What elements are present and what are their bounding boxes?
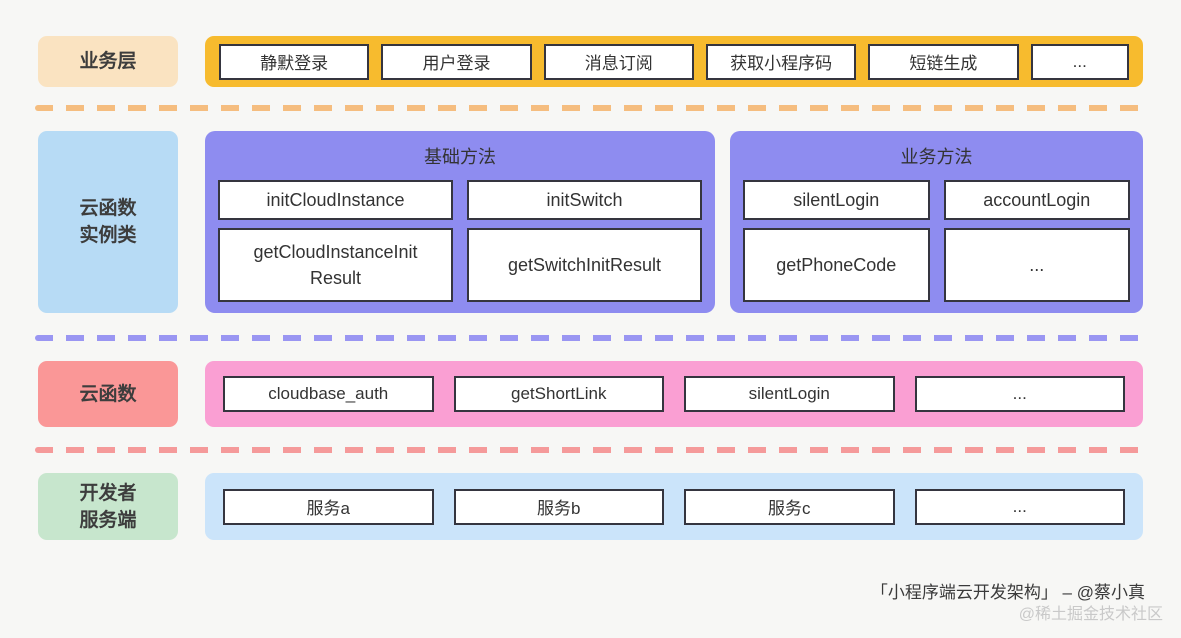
method-box: initCloudInstance bbox=[218, 180, 453, 220]
layer-cloud-function-container: cloudbase_auth getShortLink silentLogin … bbox=[205, 361, 1143, 427]
panel-business-methods: 业务方法 silentLogin accountLogin getPhoneCo… bbox=[730, 131, 1143, 313]
layer-cloud-function-label: 云函数 bbox=[38, 361, 178, 427]
method-box: getShortLink bbox=[453, 376, 664, 412]
layer-cloud-instance: 云函数 实例类 基础方法 initCloudInstance initSwitc… bbox=[38, 131, 1143, 313]
layer-cloud-instance-label-line1: 云函数 bbox=[79, 198, 137, 219]
method-box: getCloudInstanceInitResult bbox=[218, 228, 453, 302]
separator-business bbox=[35, 105, 1143, 111]
method-box-more: ... bbox=[1030, 43, 1129, 80]
method-box: initSwitch bbox=[467, 180, 702, 220]
layer-developer-server: 开发者 服务端 服务a 服务b 服务c ... bbox=[38, 473, 1143, 540]
method-box: 消息订阅 bbox=[543, 43, 694, 80]
method-box: 用户登录 bbox=[381, 43, 532, 80]
service-box-more: ... bbox=[914, 488, 1125, 525]
layer-developer-server-container: 服务a 服务b 服务c ... bbox=[205, 473, 1143, 540]
method-box: silentLogin bbox=[743, 180, 930, 220]
layer-business-label-text: 业务层 bbox=[79, 51, 137, 72]
method-box: 短链生成 bbox=[868, 43, 1019, 80]
layer-cloud-instance-label: 云函数 实例类 bbox=[38, 131, 178, 313]
layer-business: 业务层 静默登录 用户登录 消息订阅 获取小程序码 短链生成 ... bbox=[38, 36, 1143, 87]
layer-cloud-instance-label-line2: 实例类 bbox=[79, 225, 137, 246]
separator-cloud-function bbox=[35, 447, 1143, 453]
method-box: accountLogin bbox=[943, 180, 1130, 220]
panel-business-methods-grid: silentLogin accountLogin getPhoneCode ..… bbox=[743, 180, 1130, 302]
method-box: getSwitchInitResult bbox=[467, 228, 702, 302]
method-box-more: ... bbox=[914, 376, 1125, 412]
service-box: 服务c bbox=[684, 488, 895, 525]
panel-basic-methods-title: 基础方法 bbox=[424, 147, 496, 167]
separator-instance bbox=[35, 335, 1143, 341]
method-box: getPhoneCode bbox=[743, 228, 930, 302]
diagram-caption: 「小程序端云开发架构」 – @蔡小真 bbox=[870, 583, 1145, 602]
layer-cloud-function: 云函数 cloudbase_auth getShortLink silentLo… bbox=[38, 361, 1143, 427]
panel-business-methods-title: 业务方法 bbox=[900, 147, 973, 167]
method-box: 获取小程序码 bbox=[705, 43, 857, 80]
layer-developer-server-label: 开发者 服务端 bbox=[38, 473, 178, 540]
layer-business-container: 静默登录 用户登录 消息订阅 获取小程序码 短链生成 ... bbox=[205, 36, 1143, 87]
panel-basic-methods-grid: initCloudInstance initSwitch getCloudIns… bbox=[218, 180, 702, 302]
layer-cloud-instance-content: 基础方法 initCloudInstance initSwitch getClo… bbox=[205, 131, 1143, 313]
panel-basic-methods: 基础方法 initCloudInstance initSwitch getClo… bbox=[205, 131, 715, 313]
method-box-more: ... bbox=[943, 228, 1130, 302]
layer-business-label: 业务层 bbox=[38, 36, 178, 87]
method-box: cloudbase_auth bbox=[223, 376, 434, 412]
service-box: 服务a bbox=[223, 488, 434, 525]
method-box: 静默登录 bbox=[219, 43, 370, 80]
method-box: silentLogin bbox=[684, 376, 895, 412]
community-watermark: @稀土掘金技术社区 bbox=[1018, 606, 1163, 623]
layer-cloud-function-label-text: 云函数 bbox=[79, 383, 137, 405]
layer-developer-server-label-line2: 服务端 bbox=[79, 509, 137, 531]
service-box: 服务b bbox=[453, 488, 664, 525]
layer-developer-server-label-line1: 开发者 bbox=[79, 482, 137, 504]
